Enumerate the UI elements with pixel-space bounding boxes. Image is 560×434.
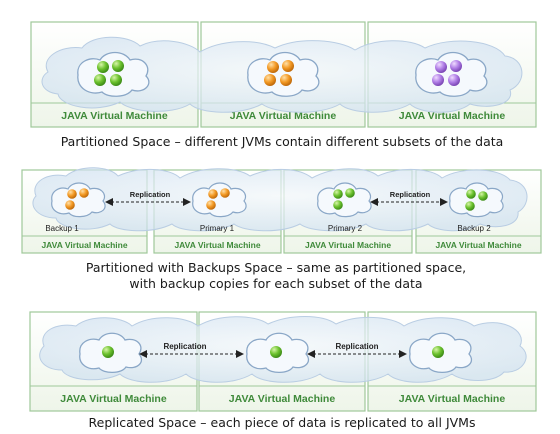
data-object-icon [97,61,109,73]
data-cloud [317,182,372,218]
section-caption: Partitioned Space – different JVMs conta… [61,134,504,149]
data-cloud [409,332,473,374]
data-object-icon [448,74,460,86]
space-cloud [32,167,528,232]
data-object-icon [264,74,276,86]
data-object-icon [270,346,282,358]
data-cloud [246,332,310,374]
jvm-label: JAVA Virtual Machine [174,240,260,250]
data-cloud [449,182,504,218]
node-name: Primary 2 [328,224,363,233]
jvm-label: JAVA Virtual Machine [61,110,168,122]
data-cloud [79,332,143,374]
data-object-icon [333,200,343,210]
data-cloud [415,51,488,97]
data-object-icon [450,60,462,72]
data-object-icon [102,346,114,358]
data-object-icon [435,61,447,73]
node-name: Primary 1 [200,224,235,233]
data-object-icon [79,188,89,198]
data-object-icon [333,189,343,199]
data-object-icon [432,346,444,358]
data-object-icon [220,188,230,198]
data-object-icon [208,189,218,199]
section-partitioned-backups: JAVA Virtual Machine JAVA Virtual Machin… [21,167,542,291]
jvm-label: JAVA Virtual Machine [399,110,506,122]
jvm-label: JAVA Virtual Machine [230,110,337,122]
data-cloud [192,182,247,218]
section-caption: Replicated Space – each piece of data is… [89,415,476,430]
jvm-label: JAVA Virtual Machine [229,393,336,405]
data-object-icon [65,200,75,210]
replication-label: Replication [163,342,206,351]
data-object-icon [206,200,216,210]
data-cloud [77,51,150,97]
data-cloud [247,51,320,97]
data-object-icon [465,201,475,211]
data-object-icon [94,74,106,86]
node-name: Backup 1 [45,224,79,233]
data-object-icon [432,74,444,86]
node-name: Backup 2 [457,224,491,233]
jvm-label: JAVA Virtual Machine [399,393,506,405]
data-cloud [51,182,106,218]
data-object-icon [466,189,476,199]
data-object-icon [110,74,122,86]
replication-label: Replication [390,190,431,199]
jvm-label: JAVA Virtual Machine [60,393,167,405]
data-object-icon [282,60,294,72]
data-object-icon [267,61,279,73]
data-object-icon [67,189,77,199]
section-replicated: JAVA Virtual Machine JAVA Virtual Machin… [29,311,537,430]
section-caption: Partitioned with Backups Space – same as… [86,260,466,275]
data-object-icon [345,188,355,198]
replication-label: Replication [335,342,378,351]
data-object-icon [478,191,488,201]
section-caption: with backup copies for each subset of th… [129,276,422,291]
jvm-label: JAVA Virtual Machine [41,240,127,250]
data-object-icon [112,60,124,72]
section-partitioned: JAVA Virtual Machine JAVA Virtual Machin… [30,21,537,149]
replication-label: Replication [130,190,171,199]
jvm-label: JAVA Virtual Machine [305,240,391,250]
jvm-label: JAVA Virtual Machine [435,240,521,250]
data-object-icon [280,74,292,86]
